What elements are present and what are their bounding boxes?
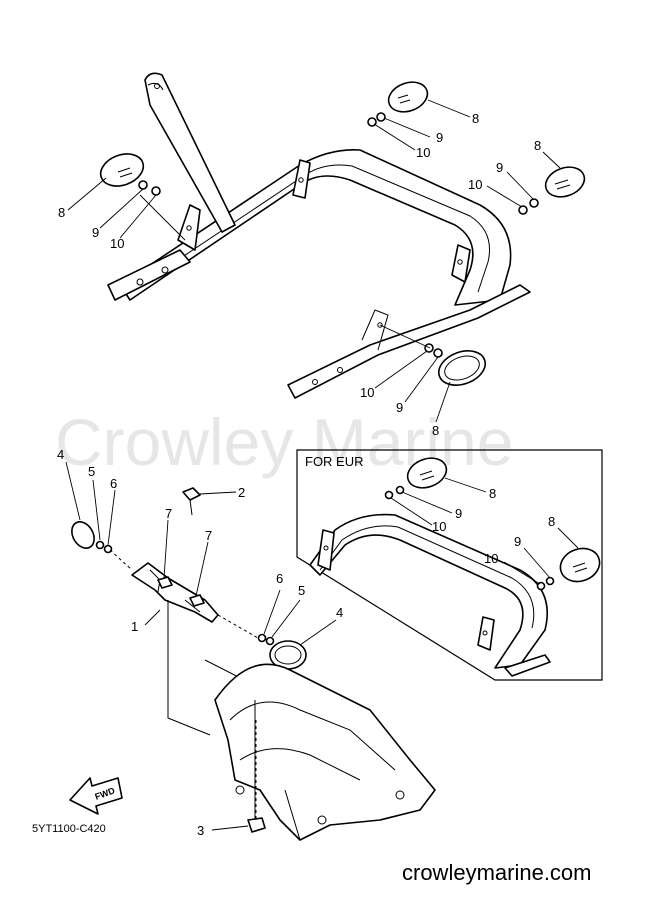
callout: 8	[548, 514, 555, 529]
reflector-top-left	[99, 153, 145, 187]
callout: 10	[416, 145, 430, 160]
inset-title: FOR EUR	[305, 454, 364, 469]
callout: 4	[336, 605, 343, 620]
callout: 9	[496, 160, 503, 175]
callout: 10	[110, 236, 124, 251]
leader-lines-bottom	[65, 461, 337, 831]
callout: 9	[455, 506, 462, 521]
eur-inset: FOR EUR 8 9 10 8 9 10	[296, 449, 603, 681]
callouts-bottom: 4 5 6 2 7 7 1 6 5 4 3	[57, 447, 343, 838]
washers-top	[138, 112, 539, 358]
callout: 10	[360, 385, 374, 400]
reflector-bracket-assembly	[71, 487, 307, 670]
reflector-right	[544, 166, 586, 198]
callout: 5	[88, 464, 95, 479]
callout: 6	[110, 476, 117, 491]
callout: 9	[436, 130, 443, 145]
callout: 7	[205, 528, 212, 543]
callout: 1	[131, 619, 138, 634]
fwd-arrow: FWD	[69, 777, 123, 815]
callout: 10	[468, 177, 482, 192]
callout: 3	[197, 823, 204, 838]
reflector-rear	[437, 350, 487, 386]
callout: 9	[396, 400, 403, 415]
callout: 6	[276, 571, 283, 586]
callout: 8	[432, 423, 439, 438]
frame-illustration	[167, 600, 436, 841]
callouts-top: 8 9 10 8 9 10 8 9 10 10 9 8	[58, 111, 541, 438]
callout: 5	[298, 583, 305, 598]
callout: 9	[92, 225, 99, 240]
callout: 8	[472, 111, 479, 126]
callout: 9	[514, 534, 521, 549]
callout: 8	[58, 205, 65, 220]
callout: 4	[57, 447, 64, 462]
callout: 10	[484, 551, 498, 566]
callout: 8	[489, 486, 496, 501]
callout: 2	[238, 485, 245, 500]
leader-lines-top	[67, 99, 561, 423]
reflector-top-right	[387, 81, 429, 113]
callout: 7	[165, 506, 172, 521]
grab-bar-assembly	[107, 72, 531, 399]
callout: 10	[432, 519, 446, 534]
diagram-code: 5YT1100-C420	[32, 823, 106, 835]
callout: 8	[534, 138, 541, 153]
website-footer: crowleymarine.com	[402, 860, 592, 885]
